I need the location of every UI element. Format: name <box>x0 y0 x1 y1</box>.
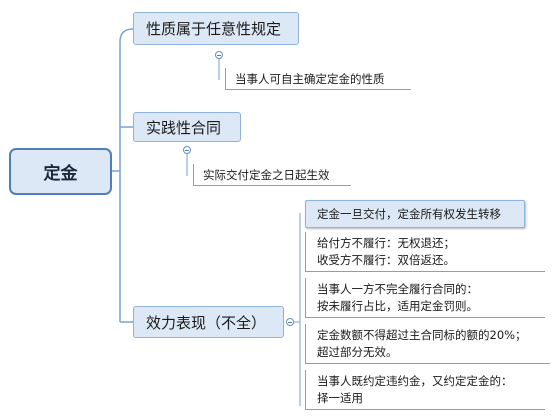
effect-item-line: 择一适用 <box>317 390 363 405</box>
branch-practical[interactable]: 实践性合同 <box>133 112 241 142</box>
effect-item-line: 当事人一方不完全履行合同的： <box>317 281 478 296</box>
branch-effect-label: 效力表现（不全） <box>146 313 267 332</box>
collapse-toggle-icon[interactable] <box>286 318 294 326</box>
branch-nature-child[interactable]: 当事人可自主确定定金的性质 <box>225 68 411 90</box>
root-label: 定金 <box>43 164 78 184</box>
branch-nature-label: 性质属于任意性规定 <box>146 20 282 38</box>
effect-item-line: 按未履行占比，适用定金罚则。 <box>317 298 478 313</box>
branch-practical-label: 实践性合同 <box>146 118 222 137</box>
effect-item-transfer[interactable]: 定金一旦交付，定金所有权发生转移 <box>305 200 525 228</box>
effect-item-partial[interactable]: 当事人一方不完全履行合同的： 按未履行占比，适用定金罚则。 <box>305 278 545 318</box>
effect-item-choose[interactable]: 当事人既约定违约金，又约定定金的： 择一适用 <box>305 370 545 410</box>
effect-item-nonperformance[interactable]: 给付方不履行：无权退还； 收受方不履行：双倍返还。 <box>305 232 545 272</box>
effect-item-line: 给付方不履行：无权退还； <box>317 235 455 250</box>
effect-item-line: 定金一旦交付，定金所有权发生转移 <box>317 206 501 221</box>
effect-item-line: 收受方不履行：双倍返还。 <box>317 252 455 267</box>
branch-nature-child-label: 当事人可自主确定定金的性质 <box>235 71 385 86</box>
effect-item-line: 超过部分无效。 <box>317 344 398 359</box>
root-node[interactable]: 定金 <box>9 148 112 195</box>
branch-nature[interactable]: 性质属于任意性规定 <box>133 12 299 45</box>
effect-item-limit[interactable]: 定金数额不得超过主合同标的额的20%； 超过部分无效。 <box>305 324 550 364</box>
branch-practical-child-label: 实际交付定金之日起生效 <box>203 167 330 182</box>
branch-effect[interactable]: 效力表现（不全） <box>133 306 284 338</box>
branch-practical-child[interactable]: 实际交付定金之日起生效 <box>193 164 351 186</box>
effect-item-line: 定金数额不得超过主合同标的额的20%； <box>317 327 527 342</box>
effect-item-line: 当事人既约定违约金，又约定定金的： <box>317 373 513 388</box>
collapse-toggle-icon[interactable] <box>215 51 223 59</box>
collapse-toggle-icon[interactable] <box>183 146 191 154</box>
